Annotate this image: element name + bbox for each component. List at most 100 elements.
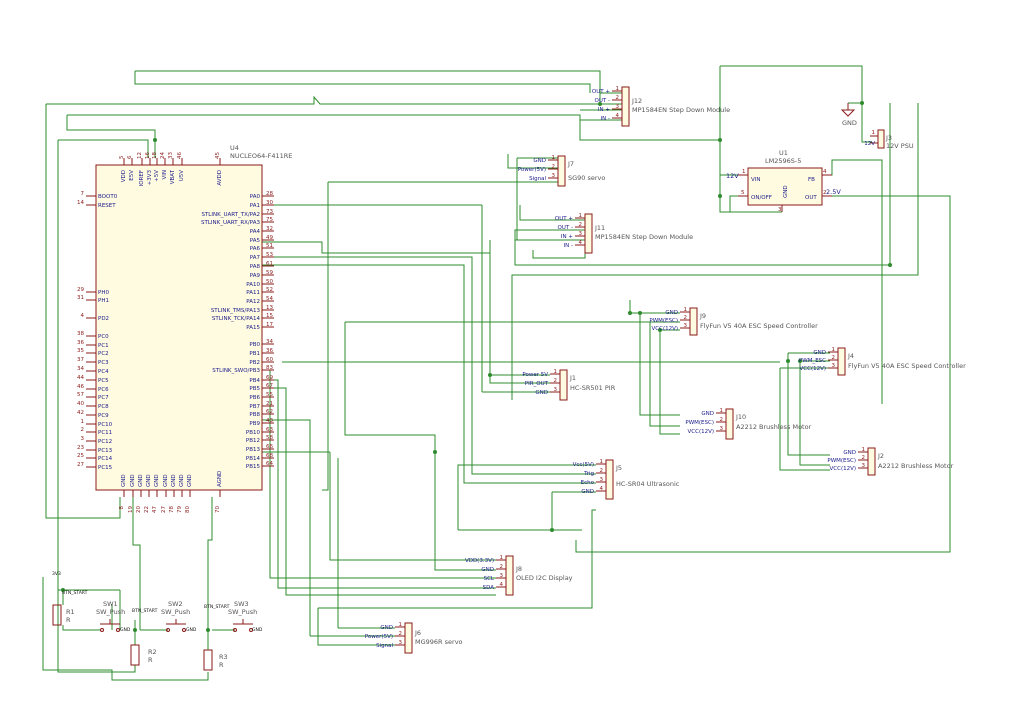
- sw3-value: SW_Push: [228, 608, 257, 616]
- mcu-left-pin-num: 27: [77, 462, 84, 468]
- connector-pin-num: 1: [862, 447, 866, 453]
- connector-pin-name: OUT -: [558, 225, 573, 231]
- mcu-right-pin-name: PB4: [249, 378, 260, 384]
- connector-pin-num: 1: [399, 622, 403, 628]
- connector-pin-num: 4: [500, 582, 504, 588]
- connector-pin-name: VCC(12V): [652, 326, 679, 332]
- connector-pin-name: Echo: [581, 480, 595, 486]
- mcu-right-pin-name: PB9: [249, 421, 260, 427]
- mcu-bottom-pin-name: GND: [146, 474, 152, 487]
- mcu-right-pin-num: 73: [266, 209, 273, 215]
- mcu-left-pin-name: PC8: [98, 404, 109, 410]
- gnd-symbol: GND: [840, 103, 857, 127]
- regulator-onoff: ON/OFF: [751, 195, 772, 201]
- connector-pin-name: PWM_ESC: [799, 358, 826, 364]
- connector-pin-name: GND: [843, 450, 856, 456]
- connector-pin-num: 2: [552, 164, 556, 170]
- connector-label-j12: MP1584EN Step Down Module: [632, 106, 730, 114]
- mcu-right-pin-name: STLINK_UART_TX/PA2: [201, 212, 260, 218]
- mcu-right-pin-name: STLINK_TCK/PA14: [212, 316, 261, 322]
- mcu-bottom-pin-num: 80: [185, 506, 191, 513]
- regulator-fb-num: 4: [823, 169, 827, 175]
- mcu-right-pin-num: 68: [266, 453, 273, 459]
- connector-pin-name: GND: [581, 489, 594, 495]
- connector-ref-j8: J8: [515, 565, 522, 573]
- switch-sw3[interactable]: SW3 SW_Push GND: [228, 600, 263, 633]
- connector-pin-num: 3: [600, 477, 604, 483]
- mcu-left-pin-name: PC15: [98, 465, 113, 471]
- sw2-ref: SW2: [168, 600, 183, 608]
- mcu-bottom-pin-name: GND: [138, 474, 144, 487]
- mcu-ref: U4: [230, 144, 239, 152]
- regulator-u1: U1 LM2596S-5 VIN 1 FB 4 ON/OFF 5 OUT 2 G…: [726, 149, 841, 213]
- connector-pin-num: 3: [399, 640, 403, 646]
- mcu-left-pin-name: BOOT0: [98, 194, 118, 200]
- connector-pin-name: Power(5V): [518, 167, 546, 173]
- mcu-right-pin-num: 43: [266, 418, 273, 424]
- mcu-right-pin-name: PB10: [246, 430, 261, 436]
- mcu-right-pin-num: 59: [266, 270, 273, 276]
- connector-label-j9: FlyFun V5 40A ESC Speed Controller: [700, 322, 818, 330]
- connector-label-j10: A2212 Brushless Motor: [736, 423, 812, 431]
- connector-pin-num: 1: [832, 347, 836, 353]
- mcu-top-pin-num: 45: [215, 152, 221, 159]
- connector-ref-j9: J9: [699, 312, 706, 320]
- mcu-right-pin-name: PB7: [249, 404, 260, 410]
- mcu-left-pin-name: PC10: [98, 422, 113, 428]
- connector-pin-name: VDD(3.3V): [465, 558, 494, 564]
- switch-sw1[interactable]: SW1 SW_Push GND: [96, 600, 131, 633]
- connector-pin-num: 2: [500, 564, 504, 570]
- mcu-right-pin-name: PA15: [246, 325, 260, 331]
- r3-value: R: [219, 661, 224, 669]
- sw1-gnd: GND: [120, 627, 131, 633]
- mcu-right-pin-name: PA1: [250, 203, 260, 209]
- mcu-right-pin-name: PB0: [249, 342, 260, 348]
- mcu-right-pin-name: PA12: [246, 299, 260, 305]
- mcu-bottom-pin-num: 78: [169, 506, 175, 513]
- connector-pin-name: Signal: [529, 176, 546, 182]
- mcu-right-pin-num: 52: [266, 287, 273, 293]
- connector-ref-j5: J5: [615, 464, 622, 472]
- mcu-bottom-pin-name: GND: [130, 474, 136, 487]
- mcu-right-pin-num: 61: [266, 261, 273, 267]
- connector-pin-num: 2: [616, 95, 620, 101]
- regulator-fb: FB: [808, 177, 815, 183]
- mcu-right-pin-num: 51: [266, 243, 273, 249]
- connector-pin-num: 2: [684, 315, 688, 321]
- mcu-right-pin-num: 63: [266, 427, 273, 433]
- mcu-left-pin-num: 31: [77, 295, 84, 301]
- regulator-ref: U1: [779, 149, 788, 157]
- mcu-right-pin-name: PB5: [249, 386, 260, 392]
- mcu-right-pin-name: PB14: [246, 456, 261, 462]
- mcu-right-pins: 28PA030PA173STLINK_UART_TX/PA275STLINK_U…: [201, 191, 274, 470]
- connector-label-j2: A2212 Brushless Motor: [878, 462, 954, 470]
- connector-pin-num: 3: [552, 173, 556, 179]
- connector-pin-name: OUT +: [555, 216, 573, 222]
- mcu-left-pin-num: 44: [77, 375, 84, 381]
- connector-pin-name: Vcc(5V): [573, 462, 594, 468]
- mcu-top-pin-num: 18: [152, 152, 158, 159]
- mcu-left-pin-name: PC14: [98, 456, 113, 462]
- regulator-out-num: 2: [823, 190, 827, 196]
- switch-sw2[interactable]: SW2 SW_Push GND: [161, 600, 197, 633]
- r3-ref: R3: [219, 653, 228, 661]
- mcu-right-pin-name: STLINK_UART_RX/PA3: [201, 220, 260, 226]
- net-2v5: 2.5V: [826, 188, 841, 196]
- mcu-left-pin-num: 40: [77, 401, 84, 407]
- connector-pin-name: PWM(ESC): [649, 318, 678, 324]
- connector-pin-name: GND: [701, 411, 714, 417]
- connector-pin-num: 2: [554, 378, 558, 384]
- connector-label-j8: OLED I2C Display: [516, 574, 573, 582]
- mcu-top-pin-num: 24: [160, 152, 166, 159]
- connector-ref-j12: J12: [631, 97, 642, 105]
- connector-pin-name: OUT -: [595, 98, 610, 104]
- mcu-top-pin-name: VDD: [121, 170, 127, 182]
- mcu-left-pin-name: RESET: [98, 203, 116, 209]
- connector-pin-name: Power(5V): [365, 634, 393, 640]
- connector-pin-name: GND: [380, 625, 393, 631]
